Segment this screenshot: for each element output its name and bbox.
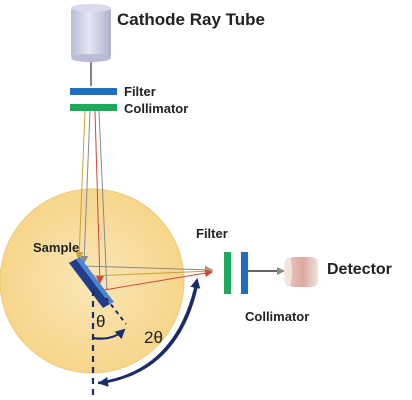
cathode-ray-tube-label: Cathode Ray Tube (117, 10, 265, 29)
theta-arc (92, 328, 126, 340)
two-theta-label: 2θ (144, 328, 163, 347)
incident-ray-gray-2 (98, 110, 108, 291)
incident-ray-gray (80, 110, 91, 264)
diffracted-collimator (241, 252, 248, 294)
diffracted-ray-orange (89, 267, 213, 277)
two-theta-arc-return (98, 284, 199, 387)
diffracted-filter-label: Filter (196, 226, 228, 241)
diffracted-filter (224, 252, 231, 294)
incident-ray-red (94, 110, 104, 284)
incident-ray-orange (75, 110, 86, 260)
cathode-ray-tube (71, 4, 111, 62)
sample-label: Sample (33, 240, 80, 255)
incident-collimator-label: Collimator (124, 101, 189, 116)
incident-collimator (70, 104, 117, 111)
detector-label: Detector (327, 261, 392, 278)
diffracted-collimator-label: Collimator (245, 309, 310, 324)
sample-normal-line (105, 297, 127, 325)
sample-plate (69, 257, 114, 308)
theta-label: θ (96, 312, 106, 331)
detector (284, 257, 318, 287)
incident-filter (70, 88, 117, 95)
incident-filter-label: Filter (124, 84, 156, 99)
diffracted-ray-red (103, 269, 213, 291)
diffracted-ray-gray (81, 265, 213, 274)
